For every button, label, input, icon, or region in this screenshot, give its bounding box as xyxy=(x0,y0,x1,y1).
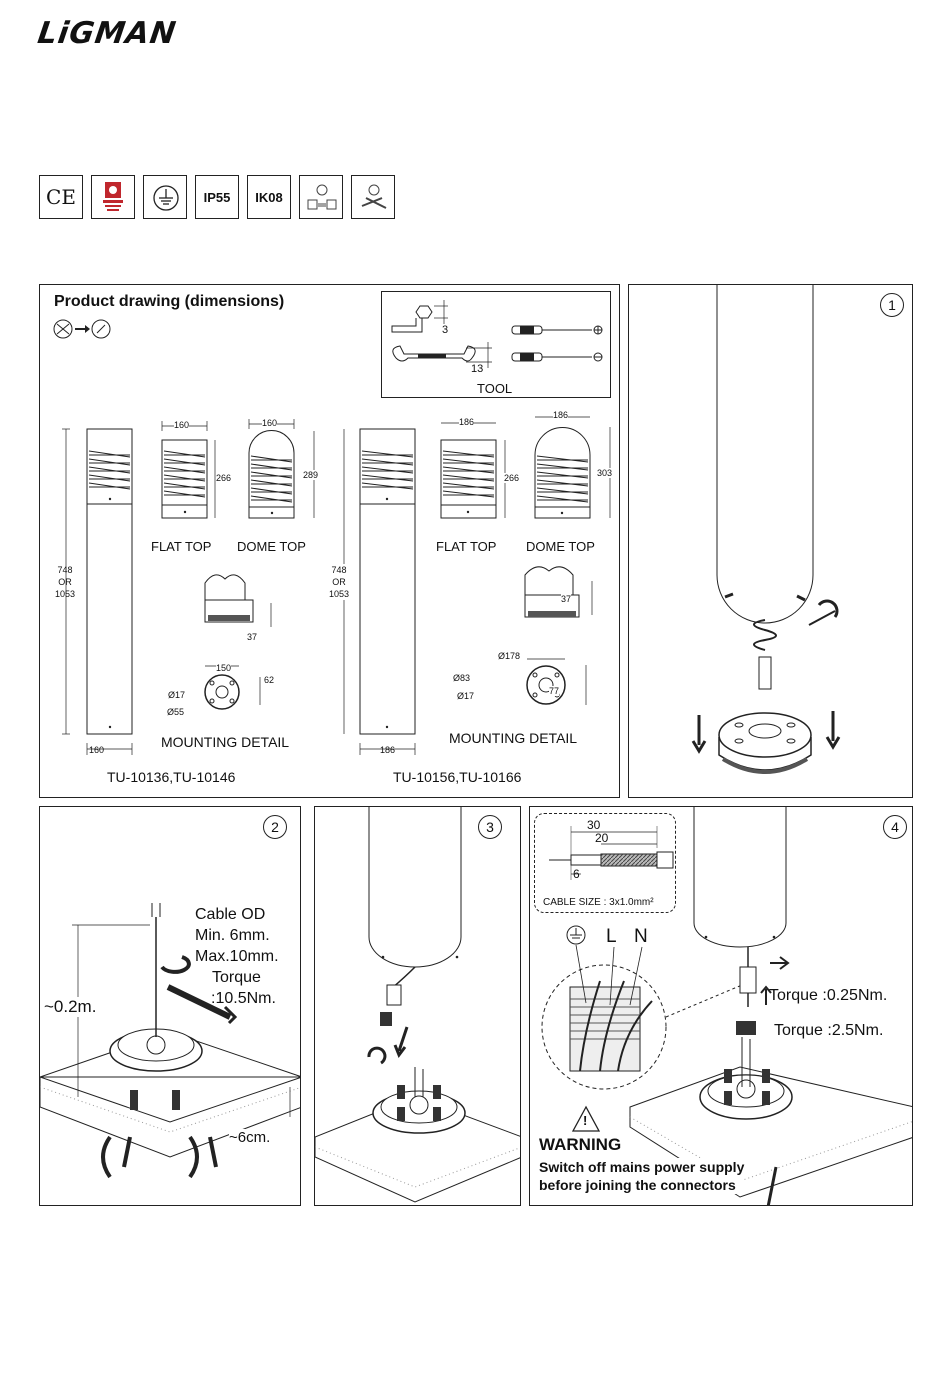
hex-key-size: 3 xyxy=(442,324,449,336)
strip-30: 30 xyxy=(587,818,601,832)
warning-icon: ! xyxy=(583,1113,588,1128)
ligman-logo: LiGMAN xyxy=(35,16,179,51)
step-3-number: 3 xyxy=(478,815,502,839)
ip55-badge: IP55 xyxy=(195,175,239,219)
model-a-dome-height: 289 xyxy=(303,470,319,480)
terminal-l: L xyxy=(606,926,617,947)
depth-below-ground: ~6cm. xyxy=(229,1129,271,1146)
warning-title: WARNING xyxy=(539,1135,622,1154)
model-a-hole: Ø17 xyxy=(168,690,186,700)
step-2-panel: 2 Cable OD Min. 6mm. Max.10mm. Torque :1… xyxy=(39,806,301,1206)
cable-spec-text: Cable OD Min. 6mm. Max.10mm. Torque :10.… xyxy=(195,906,279,1007)
model-b-pcd: Ø178 xyxy=(498,651,521,661)
tools-icon xyxy=(351,175,395,219)
model-b-depth: 77 xyxy=(549,686,560,696)
model-b-flat-width: 186 xyxy=(459,417,475,427)
cable-size: CABLE SIZE : 3x1.0mm² xyxy=(543,897,654,908)
product-drawing-panel: Product drawing (dimensions) 3 13 TOOL xyxy=(39,284,620,798)
model-a-flat-width: 160 xyxy=(174,420,190,430)
model-b-drawing xyxy=(343,416,611,755)
model-a-base-offset: 37 xyxy=(247,632,258,642)
strip-20: 20 xyxy=(595,831,609,845)
model-a-drawing xyxy=(62,419,315,755)
model-b-hole: Ø17 xyxy=(457,691,475,701)
torque-bottom: Torque :2.5Nm. xyxy=(774,1022,884,1040)
tool-box: 3 13 TOOL xyxy=(381,291,611,398)
step-1-number: 1 xyxy=(880,293,904,317)
model-a-mounting-label: MOUNTING DETAIL xyxy=(161,734,290,750)
cable-strip-box: 30 20 6 CABLE SIZE : 3x1.0mm² xyxy=(534,813,676,913)
model-b-dome-label: DOME TOP xyxy=(526,539,595,554)
assembly-icon xyxy=(53,319,111,339)
installer-icon xyxy=(299,175,343,219)
model-a-center: Ø55 xyxy=(167,707,185,717)
model-b-center: Ø83 xyxy=(453,673,471,683)
model-a-codes: TU-10136,TU-10146 xyxy=(107,769,236,785)
model-b-codes: TU-10156,TU-10166 xyxy=(393,769,522,785)
strip-6: 6 xyxy=(573,867,580,881)
model-a-dome-width: 160 xyxy=(262,418,278,428)
terminal-n: N xyxy=(634,926,648,947)
model-b-flat-height: 266 xyxy=(504,473,520,483)
tool-label: TOOL xyxy=(477,381,513,396)
model-b-flat-label: FLAT TOP xyxy=(436,539,497,554)
model-b-width: 186 xyxy=(380,745,396,755)
model-a-flat-label: FLAT TOP xyxy=(151,539,212,554)
step-3-panel: 3 xyxy=(314,806,521,1206)
model-a-dome-label: DOME TOP xyxy=(237,539,306,554)
model-a-flat-height: 266 xyxy=(216,473,232,483)
model-a-pcd: 150 xyxy=(216,663,232,673)
model-a-depth: 62 xyxy=(264,675,275,685)
model-b-mounting-label: MOUNTING DETAIL xyxy=(449,730,578,746)
class-i-earth-icon xyxy=(143,175,187,219)
product-drawing-title: Product drawing (dimensions) xyxy=(54,293,285,310)
step-2-number: 2 xyxy=(263,815,287,839)
ce-mark-icon: CE xyxy=(39,175,83,219)
torque-top: Torque :0.25Nm. xyxy=(769,987,888,1004)
height-above-ground: ~0.2m. xyxy=(44,997,97,1017)
warning-text: Switch off mains power supply before joi… xyxy=(539,1158,745,1194)
model-a-width: 160 xyxy=(89,745,105,755)
model-b-dome-height: 303 xyxy=(597,468,613,478)
step-4-panel: 4 30 20 6 CABLE SIZE : 3x1.0mm² xyxy=(529,806,913,1206)
model-b-base-offset: 37 xyxy=(561,594,572,604)
model-b-dome-width: 186 xyxy=(553,410,569,420)
quality-seal-icon xyxy=(91,175,135,219)
step-1-panel: 1 xyxy=(628,284,913,798)
spanner-size: 13 xyxy=(471,363,484,375)
ik08-badge: IK08 xyxy=(247,175,291,219)
step-4-number: 4 xyxy=(883,815,907,839)
